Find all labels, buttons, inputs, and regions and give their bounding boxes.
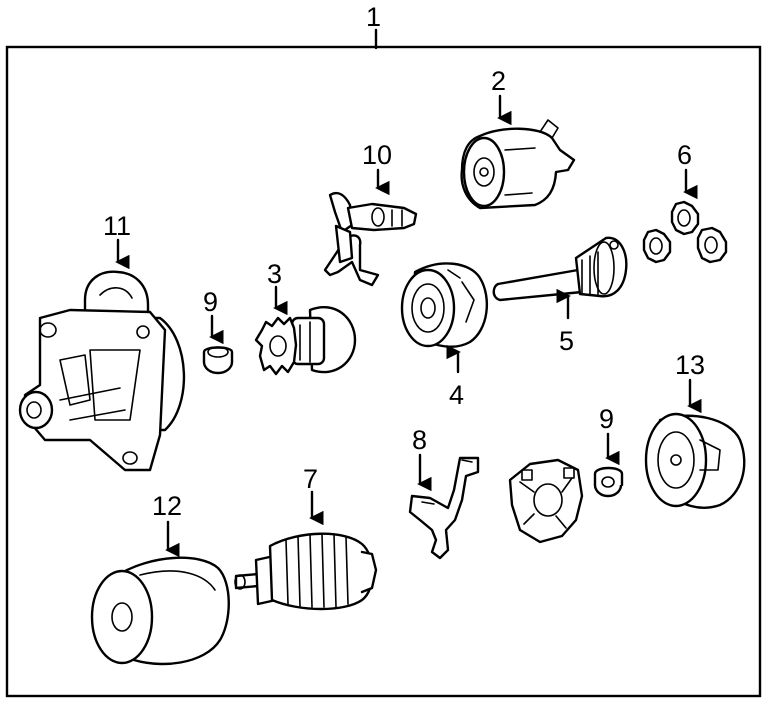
solenoid	[460, 119, 576, 210]
end-frame	[644, 412, 746, 509]
callout-6: 6	[677, 140, 692, 170]
assembly-frame	[5, 45, 762, 698]
callout-13: 13	[675, 350, 705, 380]
callout-8: 8	[412, 425, 427, 455]
brush-holder	[508, 458, 584, 544]
field-frame	[90, 556, 230, 666]
leader-arrows	[115, 94, 702, 558]
callout-10: 10	[362, 140, 392, 170]
bushing-left	[202, 346, 234, 375]
callout-labels: 1 2 3 4 5 6 7 8 9 9 10 11 12 13	[103, 2, 705, 521]
callout-9b: 9	[599, 404, 614, 434]
callout-1: 1	[366, 2, 381, 32]
brush-lead	[408, 456, 480, 560]
callout-7: 7	[303, 464, 318, 494]
callout-11: 11	[103, 211, 131, 241]
output-shaft	[492, 236, 628, 302]
callout-2: 2	[491, 66, 506, 96]
callout-9a: 9	[203, 287, 218, 317]
callout-3: 3	[267, 259, 282, 289]
callout-12: 12	[152, 491, 182, 521]
planetary-gears	[642, 200, 728, 264]
shift-lever	[323, 191, 418, 287]
starter-clutch	[254, 306, 357, 376]
armature	[234, 532, 378, 611]
callout-4: 4	[449, 380, 464, 410]
internal-gear	[400, 262, 488, 348]
drive-housing	[18, 270, 186, 472]
bushing-right	[593, 466, 624, 498]
callout-5: 5	[559, 326, 574, 356]
